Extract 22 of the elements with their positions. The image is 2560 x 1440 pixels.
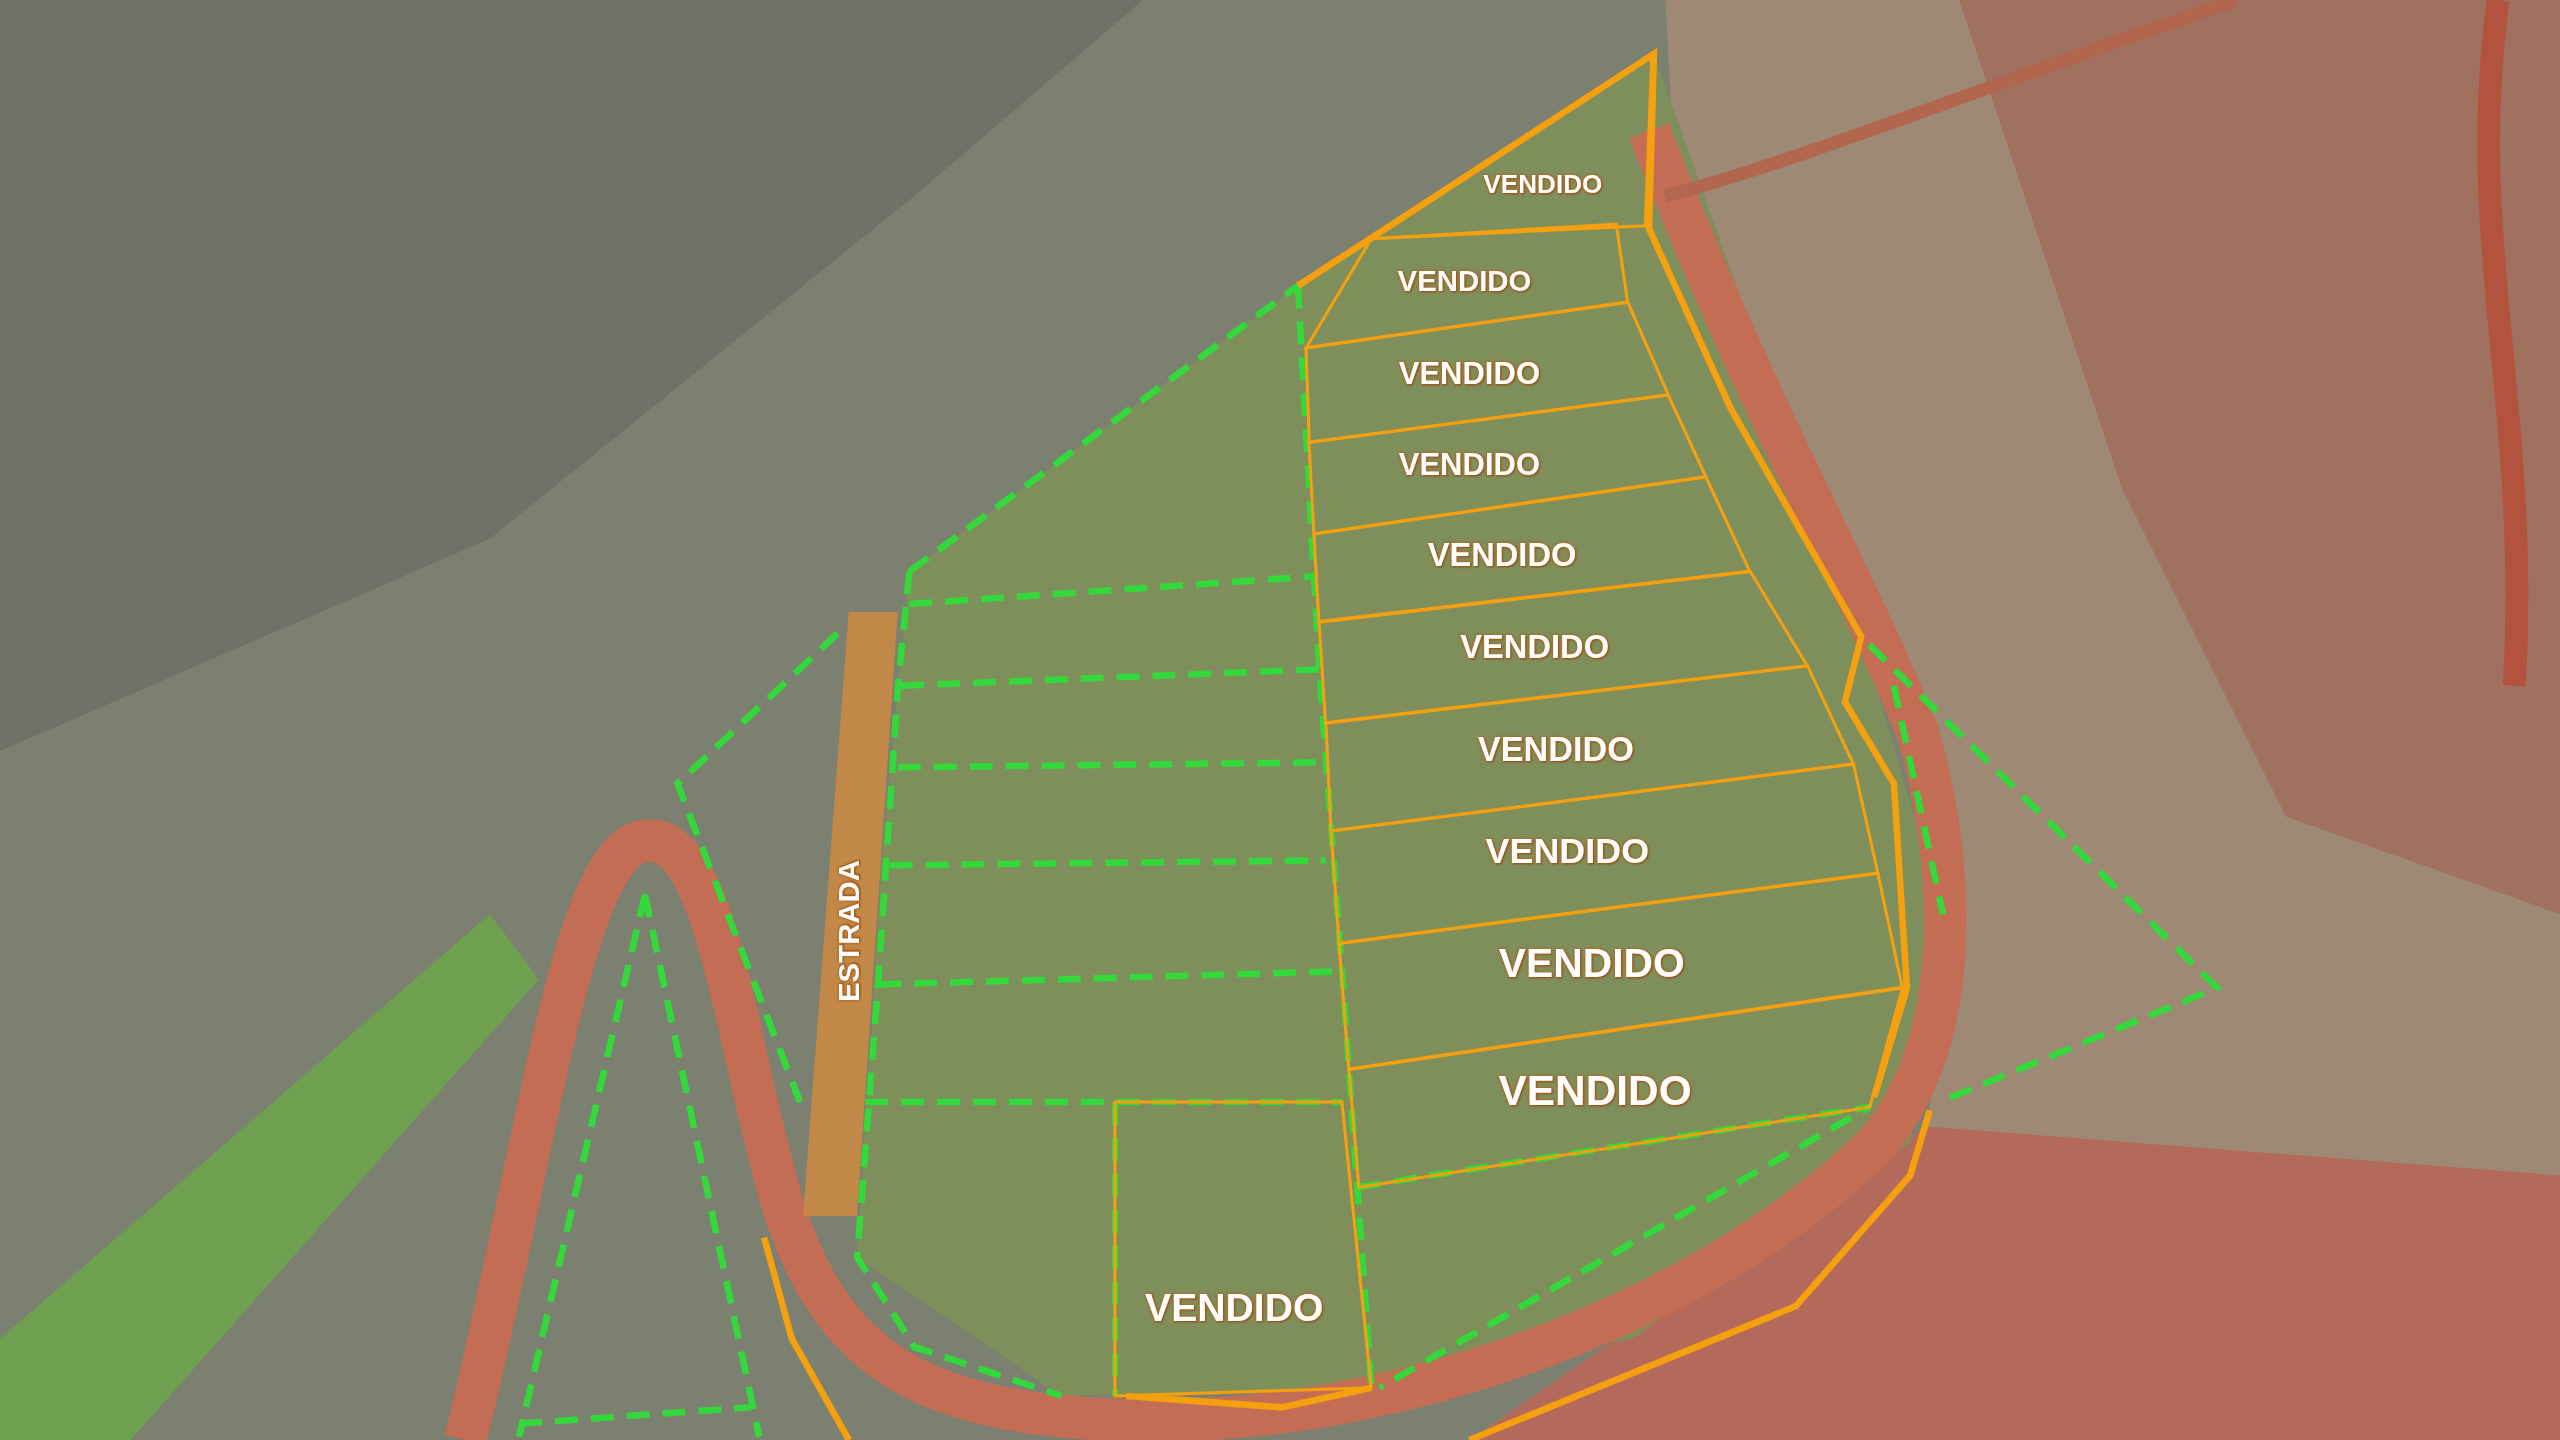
sold-lot bbox=[1330, 764, 1878, 944]
sold-lot bbox=[1306, 223, 1628, 348]
road-label: ESTRADA bbox=[831, 859, 866, 1002]
lot-status-label: VENDIDO bbox=[1397, 263, 1532, 298]
sold-lot bbox=[1309, 395, 1707, 534]
lot-status-label: VENDIDO bbox=[1398, 447, 1541, 484]
lot-status-label: VENDIDO bbox=[1145, 1285, 1324, 1330]
lot-status-label: VENDIDO bbox=[1498, 939, 1685, 987]
sold-lot bbox=[1325, 666, 1854, 831]
lot-status-label: VENDIDO bbox=[1427, 536, 1577, 575]
sold-lot bbox=[1348, 987, 1903, 1187]
sold-lot bbox=[1314, 476, 1751, 623]
lot-status-label: VENDIDO bbox=[1460, 627, 1610, 666]
lot-status-label: VENDIDO bbox=[1477, 729, 1634, 769]
lot-status-label: VENDIDO bbox=[1398, 355, 1540, 392]
sold-lot bbox=[1319, 571, 1808, 724]
lot-status-label: VENDIDO bbox=[1498, 1066, 1692, 1115]
lot-status-label: VENDIDO bbox=[1485, 829, 1650, 872]
sold-lot bbox=[1115, 1102, 1372, 1396]
sold-lot bbox=[1306, 302, 1669, 443]
road-strip bbox=[803, 612, 898, 1217]
sold-lot bbox=[1338, 873, 1902, 1070]
